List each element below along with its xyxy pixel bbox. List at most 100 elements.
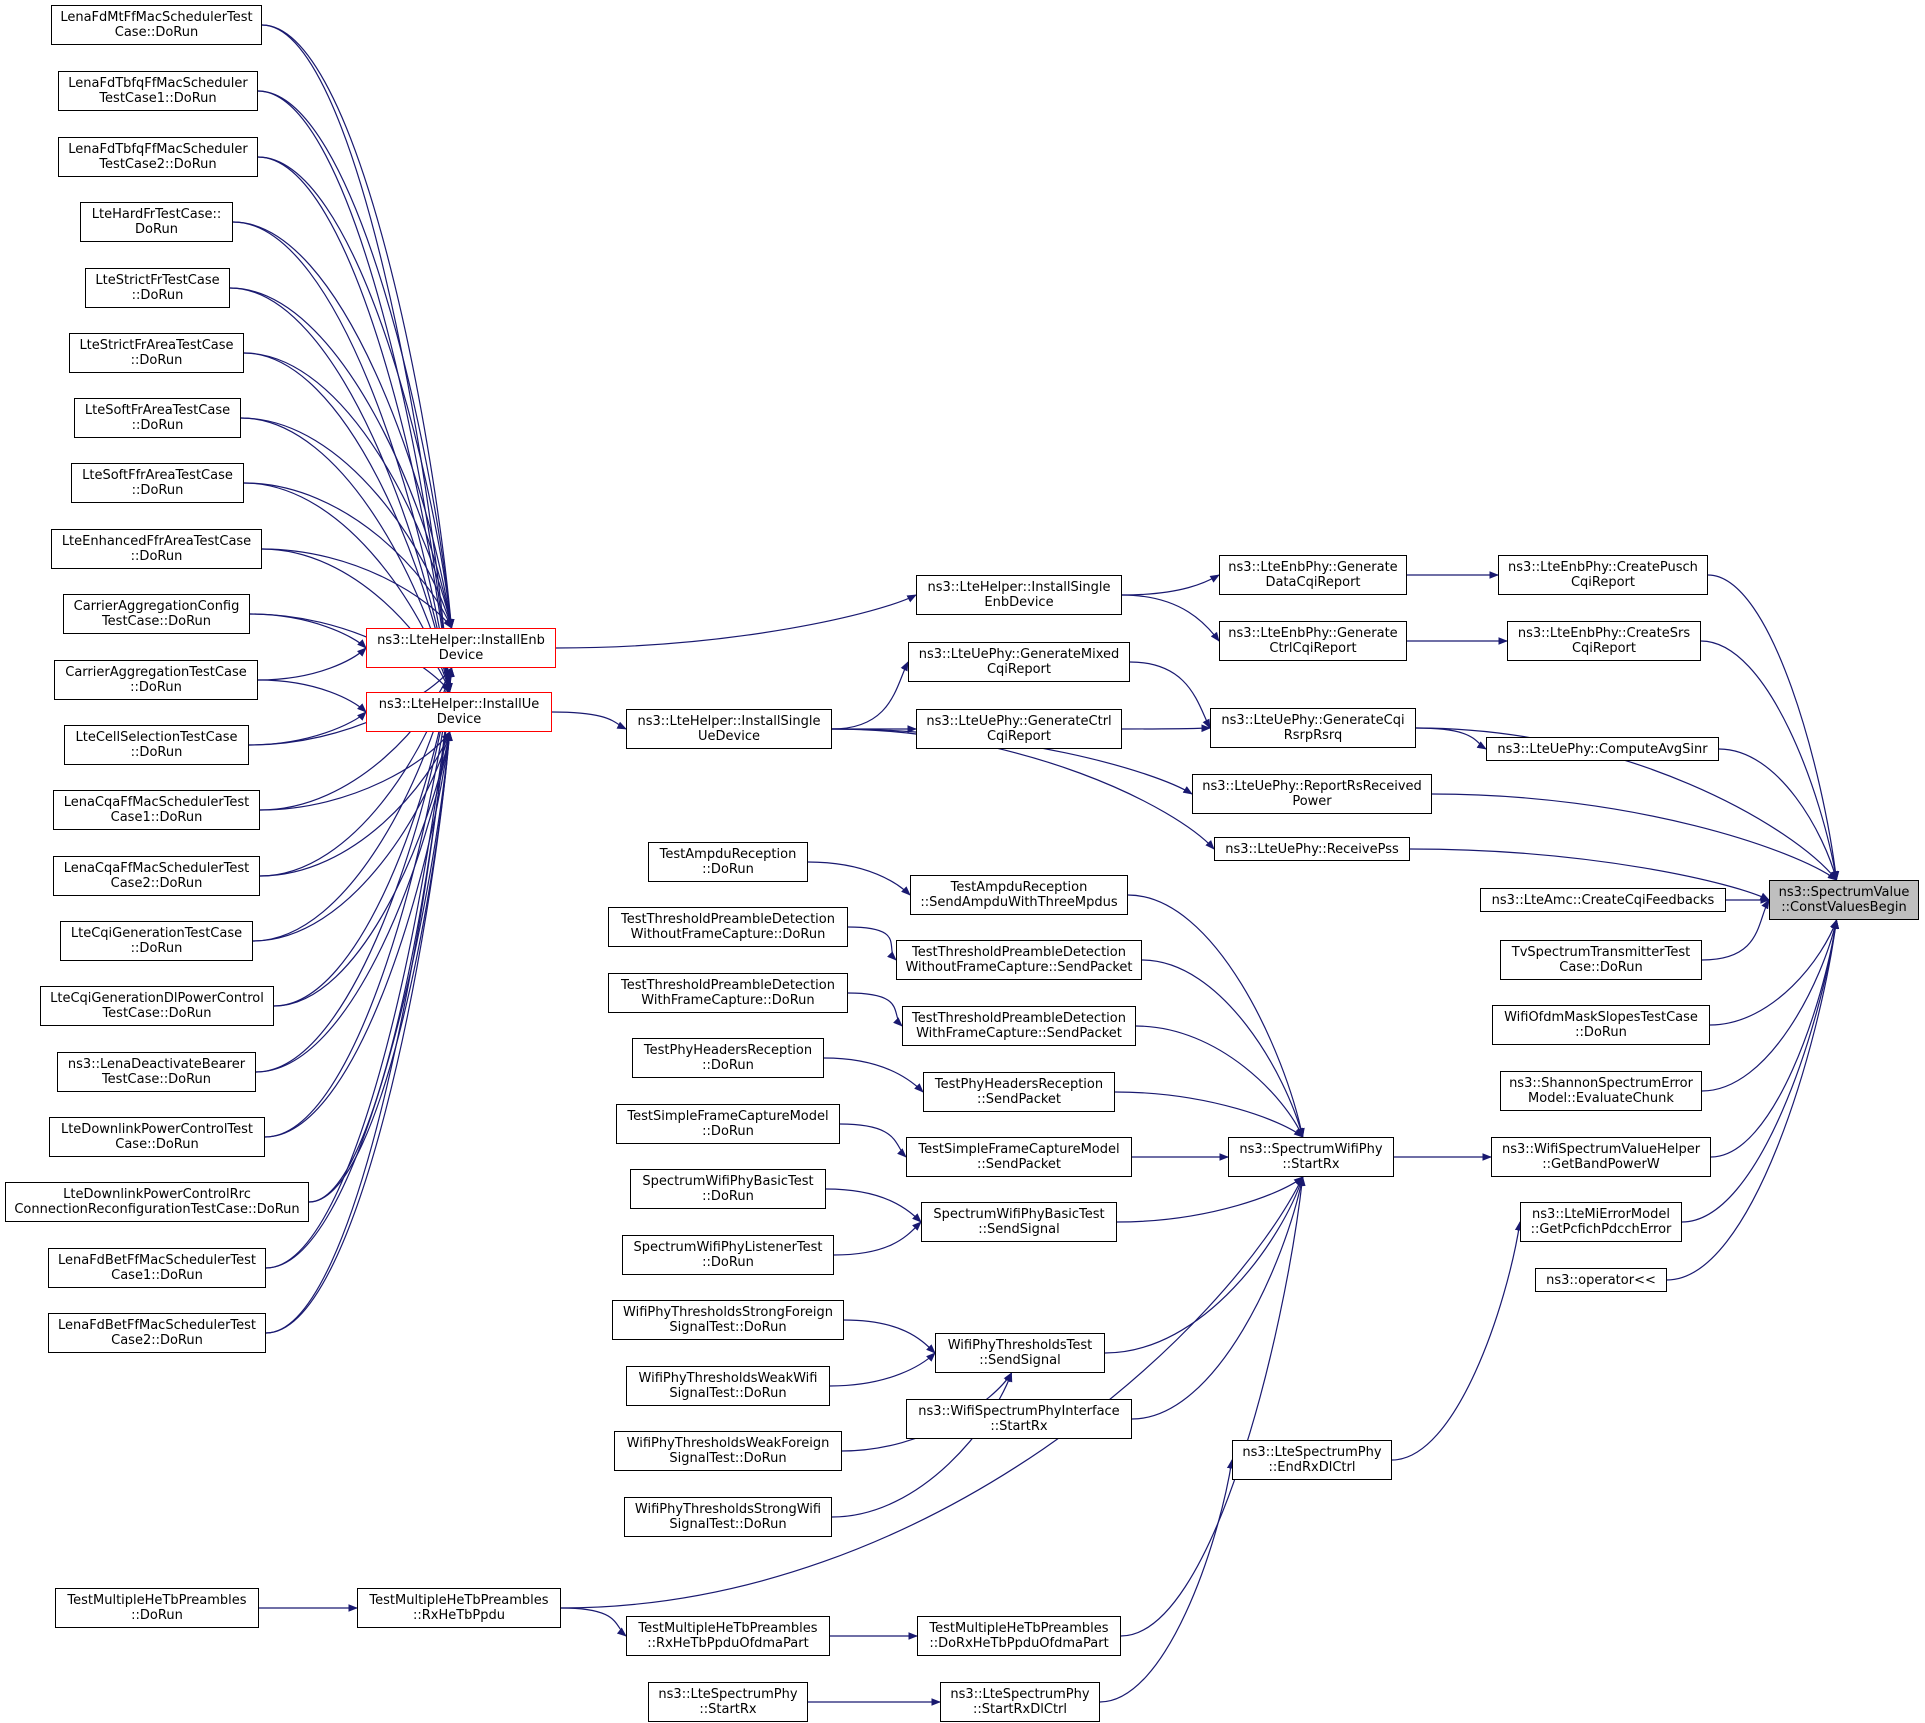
call-edge [1718, 748, 1839, 881]
node-spectrumwifiphybasic-dorun[interactable]: SpectrumWifiPhyBasicTest ::DoRun [630, 1169, 826, 1209]
node-lteuephy-receivepss[interactable]: ns3::LteUePhy::ReceivePss [1214, 837, 1410, 861]
node-ltespectrumphy-startrx[interactable]: ns3::LteSpectrumPhy ::StartRx [648, 1682, 808, 1722]
node-lteuephy-generatecqirsrprsrq[interactable]: ns3::LteUePhy::GenerateCqi RsrpRsrq [1210, 708, 1416, 748]
node-wifiphythresholdsweakforeign-dorun[interactable]: WifiPhyThresholdsWeakForeign SignalTest:… [614, 1431, 842, 1471]
node-ltecellselection-dorun[interactable]: LteCellSelectionTestCase ::DoRun [64, 725, 249, 765]
node-thresholdpreamblewith-sendpacket[interactable]: TestThresholdPreambleDetection WithFrame… [902, 1006, 1136, 1046]
call-edge [560, 1176, 1304, 1609]
node-lenadeactivatebearer-dorun[interactable]: ns3::LenaDeactivateBearer TestCase::DoRu… [57, 1052, 256, 1092]
call-edge [232, 221, 453, 693]
node-label: TestSimpleFrameCaptureModel ::DoRun [627, 1109, 829, 1139]
call-edge [265, 667, 455, 1269]
node-carrieraggregationtest-dorun[interactable]: CarrierAggregationTestCase ::DoRun [54, 660, 258, 700]
node-wifiphythresholdsstrongforeign-dorun[interactable]: WifiPhyThresholdsStrongForeign SignalTes… [612, 1300, 844, 1340]
node-lenacqa2-dorun[interactable]: LenaCqaFfMacSchedulerTest Case2::DoRun [53, 856, 260, 896]
node-spectrumwifiphybasic-sendsignal[interactable]: SpectrumWifiPhyBasicTest ::SendSignal [921, 1202, 1117, 1242]
node-ltesoftfrarea-dorun[interactable]: LteSoftFrAreaTestCase ::DoRun [74, 398, 241, 438]
node-testampdureception-sendampdu[interactable]: TestAmpduReception ::SendAmpduWithThreeM… [910, 875, 1128, 915]
node-wifispectrumvaluehelper-getbandpowerw[interactable]: ns3::WifiSpectrumValueHelper ::GetBandPo… [1491, 1137, 1711, 1177]
node-testampdureception-dorun[interactable]: TestAmpduReception ::DoRun [648, 842, 808, 882]
node-lteenbphy-createpuschcqireport[interactable]: ns3::LteEnbPhy::CreatePusch CqiReport [1498, 555, 1708, 595]
node-ltecqigenerationdlpowercontrol-dorun[interactable]: LteCqiGenerationDlPowerControl TestCase:… [40, 986, 274, 1026]
call-edge [1701, 919, 1839, 1092]
node-lenafdbet1-dorun[interactable]: LenaFdBetFfMacSchedulerTest Case1::DoRun [48, 1248, 266, 1288]
node-tvspectrumtransmitter-dorun[interactable]: TvSpectrumTransmitterTest Case::DoRun [1500, 940, 1702, 980]
node-lenafdbet2-dorun[interactable]: LenaFdBetFfMacSchedulerTest Case2::DoRun [48, 1313, 266, 1353]
node-testmultiplehetbpreambles-rxhetbppdu[interactable]: TestMultipleHeTbPreambles ::RxHeTbPpdu [357, 1588, 561, 1628]
node-ltemierrormodel-getpcfichpdccherror[interactable]: ns3::LteMiErrorModel ::GetPcfichPdcchErr… [1520, 1202, 1682, 1242]
call-edge [257, 90, 455, 629]
node-label: WifiPhyThresholdsWeakForeign SignalTest:… [626, 1436, 830, 1466]
node-ltecqigeneration-dorun[interactable]: LteCqiGenerationTestCase ::DoRun [60, 921, 253, 961]
node-lteuephy-reportrsreceivedpower[interactable]: ns3::LteUePhy::ReportRsReceived Power [1192, 774, 1432, 814]
node-wifiphythresholdstest-sendsignal[interactable]: WifiPhyThresholdsTest ::SendSignal [935, 1333, 1105, 1373]
node-ltespectrumphy-endrxdlctrl[interactable]: ns3::LteSpectrumPhy ::EndRxDlCtrl [1232, 1440, 1392, 1480]
node-ltehelper-installsingleenbdevice[interactable]: ns3::LteHelper::InstallSingle EnbDevice [916, 575, 1122, 615]
call-edge [248, 711, 367, 746]
call-edge [847, 992, 903, 1027]
node-testphyheadersreception-sendpacket[interactable]: TestPhyHeadersReception ::SendPacket [923, 1072, 1115, 1112]
node-ltestrictfrarea-dorun[interactable]: LteStrictFrAreaTestCase ::DoRun [69, 333, 244, 373]
node-wifiofdmmaskslopes-dorun[interactable]: WifiOfdmMaskSlopesTestCase ::DoRun [1492, 1005, 1710, 1045]
node-lteamc-createcqifeedbacks[interactable]: ns3::LteAmc::CreateCqiFeedbacks [1480, 888, 1726, 912]
node-spectrumvalue-constvaluesbegin[interactable]: ns3::SpectrumValue ::ConstValuesBegin [1769, 880, 1919, 920]
node-lenafdtbfq2-dorun[interactable]: LenaFdTbfqFfMacScheduler TestCase2::DoRu… [58, 137, 258, 177]
call-edge [265, 667, 455, 1334]
call-edge [1099, 1459, 1235, 1703]
node-label: TestMultipleHeTbPreambles ::DoRxHeTbPpdu… [929, 1621, 1109, 1651]
node-lteenbphy-createsrscqireport[interactable]: ns3::LteEnbPhy::CreateSrs CqiReport [1507, 621, 1701, 661]
node-label: LenaFdTbfqFfMacScheduler TestCase2::DoRu… [68, 142, 248, 172]
call-edge [1709, 919, 1838, 1026]
node-lteuephy-generatemixedcqireport[interactable]: ns3::LteUePhy::GenerateMixed CqiReport [908, 642, 1130, 682]
node-lenafdmt-dorun[interactable]: LenaFdMtFfMacSchedulerTest Case::DoRun [51, 5, 262, 45]
node-spectrumwifiphy-startrx[interactable]: ns3::SpectrumWifiPhy ::StartRx [1228, 1137, 1394, 1177]
node-ltesoftffrarea-dorun[interactable]: LteSoftFfrAreaTestCase ::DoRun [71, 463, 244, 503]
node-testsimpleframecapture-dorun[interactable]: TestSimpleFrameCaptureModel ::DoRun [616, 1104, 840, 1144]
call-edge [560, 1607, 627, 1637]
node-lteuephy-generatectrlcqireport[interactable]: ns3::LteUePhy::GenerateCtrl CqiReport [916, 709, 1122, 749]
node-carrieraggregationconfig-dorun[interactable]: CarrierAggregationConfig TestCase::DoRun [63, 594, 250, 634]
node-ltedownlinkpowercontrol-dorun[interactable]: LteDownlinkPowerControlTest Case::DoRun [49, 1117, 265, 1157]
node-testmultiplehetbpreambles-rxofdmapart[interactable]: TestMultipleHeTbPreambles ::RxHeTbPpduOf… [626, 1616, 830, 1656]
node-testmultiplehetbpreambles-dorxofdmapart[interactable]: TestMultipleHeTbPreambles ::DoRxHeTbPpdu… [917, 1616, 1121, 1656]
node-lteuephy-computeavgsinr[interactable]: ns3::LteUePhy::ComputeAvgSinr [1486, 737, 1719, 761]
call-edge [825, 1188, 922, 1223]
node-wifispectrumphyinterface-startrx[interactable]: ns3::WifiSpectrumPhyInterface ::StartRx [906, 1399, 1132, 1439]
node-testphyheadersreception-dorun[interactable]: TestPhyHeadersReception ::DoRun [632, 1038, 824, 1078]
node-shannonspectrumerrormodel-evaluatechunk[interactable]: ns3::ShannonSpectrumError Model::Evaluat… [1500, 1071, 1702, 1111]
call-edge [551, 711, 627, 730]
call-edge [261, 24, 455, 629]
node-spectrumwifiphylistener-dorun[interactable]: SpectrumWifiPhyListenerTest ::DoRun [622, 1235, 834, 1275]
call-edge [273, 731, 452, 1007]
node-thresholdpreamblewithout-sendpacket[interactable]: TestThresholdPreambleDetection WithoutFr… [896, 940, 1142, 980]
call-edge [1131, 1176, 1305, 1420]
node-label: SpectrumWifiPhyBasicTest ::SendSignal [933, 1207, 1105, 1237]
node-label: SpectrumWifiPhyListenerTest ::DoRun [633, 1240, 823, 1270]
call-edge [257, 156, 455, 629]
node-testsimpleframecapture-sendpacket[interactable]: TestSimpleFrameCaptureModel ::SendPacket [906, 1137, 1132, 1177]
node-thresholdpreamblewithout-dorun[interactable]: TestThresholdPreambleDetection WithoutFr… [608, 907, 848, 947]
node-label: ns3::LteUePhy::GenerateMixed CqiReport [918, 647, 1120, 677]
node-ltedownlinkpowercontrolrrc-dorun[interactable]: LteDownlinkPowerControlRrc ConnectionRec… [5, 1182, 309, 1222]
call-edge [1116, 1176, 1304, 1223]
node-ltehardfr-dorun[interactable]: LteHardFrTestCase:: DoRun [80, 202, 233, 242]
node-ltespectrumphy-startrxdlctrl[interactable]: ns3::LteSpectrumPhy ::StartRxDlCtrl [940, 1682, 1100, 1722]
node-lteenbphy-generatedatacqireport[interactable]: ns3::LteEnbPhy::Generate DataCqiReport [1219, 555, 1407, 595]
node-lenacqa1-dorun[interactable]: LenaCqaFfMacSchedulerTest Case1::DoRun [53, 790, 260, 830]
node-wifiphythresholdsstrongwifi-dorun[interactable]: WifiPhyThresholdsStrongWifi SignalTest::… [624, 1497, 832, 1537]
node-lteenhancedffrarea-dorun[interactable]: LteEnhancedFfrAreaTestCase ::DoRun [51, 529, 262, 569]
node-ltehelper-installuedevice[interactable]: ns3::LteHelper::InstallUe Device [366, 692, 552, 732]
node-operator-stream[interactable]: ns3::operator<< [1535, 1268, 1667, 1292]
node-label: LteSoftFrAreaTestCase ::DoRun [84, 403, 231, 433]
node-ltehelper-installsingleuedevice[interactable]: ns3::LteHelper::InstallSingle UeDevice [626, 709, 832, 749]
node-ltestrictfr-dorun[interactable]: LteStrictFrTestCase ::DoRun [85, 268, 230, 308]
node-lenafdtbfq1-dorun[interactable]: LenaFdTbfqFfMacScheduler TestCase1::DoRu… [58, 71, 258, 111]
node-label: TestAmpduReception ::DoRun [659, 847, 797, 877]
node-wifiphythresholdsweakwifi-dorun[interactable]: WifiPhyThresholdsWeakWifi SignalTest::Do… [626, 1366, 830, 1406]
node-ltehelper-installenbdevice[interactable]: ns3::LteHelper::InstallEnb Device [366, 628, 556, 668]
call-edge [232, 221, 454, 629]
node-thresholdpreamblewith-dorun[interactable]: TestThresholdPreambleDetection WithFrame… [608, 973, 848, 1013]
call-edge [259, 667, 453, 811]
node-testmultiplehetbpreambles-dorun[interactable]: TestMultipleHeTbPreambles ::DoRun [55, 1588, 259, 1628]
node-lteenbphy-generatectrlcqireport[interactable]: ns3::LteEnbPhy::Generate CtrlCqiReport [1219, 621, 1407, 661]
